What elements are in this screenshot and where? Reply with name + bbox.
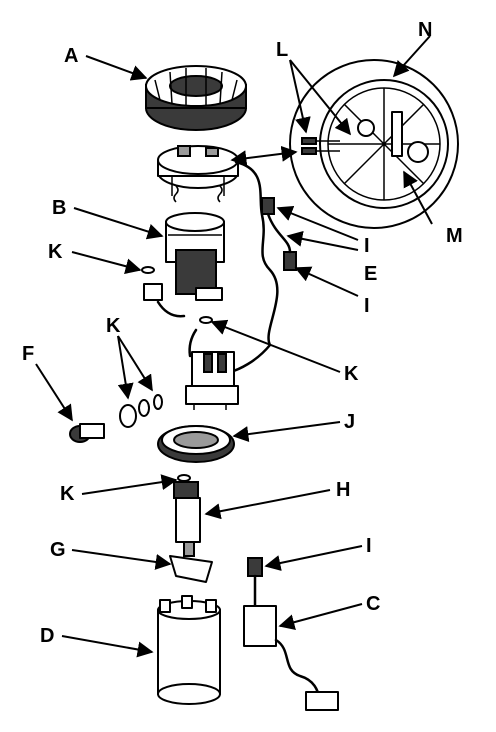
callout-i-upper: I (364, 235, 370, 257)
part-h-pump-motor (173, 481, 201, 557)
part-b-pump-assembly (143, 212, 225, 318)
callout-i-middle: I (364, 295, 370, 317)
callout-i-lower: I (366, 535, 372, 557)
leader-lines (35, 35, 433, 658)
callout-m: M (446, 225, 463, 247)
callout-f: F (22, 343, 34, 365)
callout-d: D (40, 625, 54, 647)
callout-l: L (276, 39, 288, 61)
callout-k-orings: K (106, 315, 121, 337)
callout-k-upper: K (48, 241, 63, 263)
part-f-fitting (69, 394, 163, 443)
pump-flange (157, 145, 239, 203)
part-c-level-sender (243, 557, 339, 711)
callout-j: J (344, 411, 355, 433)
callout-e: E (364, 263, 377, 285)
callout-h: H (336, 479, 350, 501)
callout-g: G (50, 539, 66, 561)
part-d-reservoir (157, 595, 221, 705)
callout-labels: A B K K F K J K H G D I C I E I L M N (22, 19, 463, 647)
callout-c: C (366, 593, 380, 615)
callout-k-lower: K (60, 483, 75, 505)
part-n-detail-view (289, 59, 459, 229)
part-a-locking-cap (145, 65, 247, 131)
callout-b: B (52, 197, 66, 219)
valve-bracket (185, 328, 239, 410)
callout-k-right: K (344, 363, 359, 385)
part-g-strainer (169, 555, 213, 583)
callout-a: A (64, 45, 78, 67)
callout-n: N (418, 19, 432, 41)
harness-wires (228, 160, 297, 374)
part-j-gasket (157, 425, 235, 463)
